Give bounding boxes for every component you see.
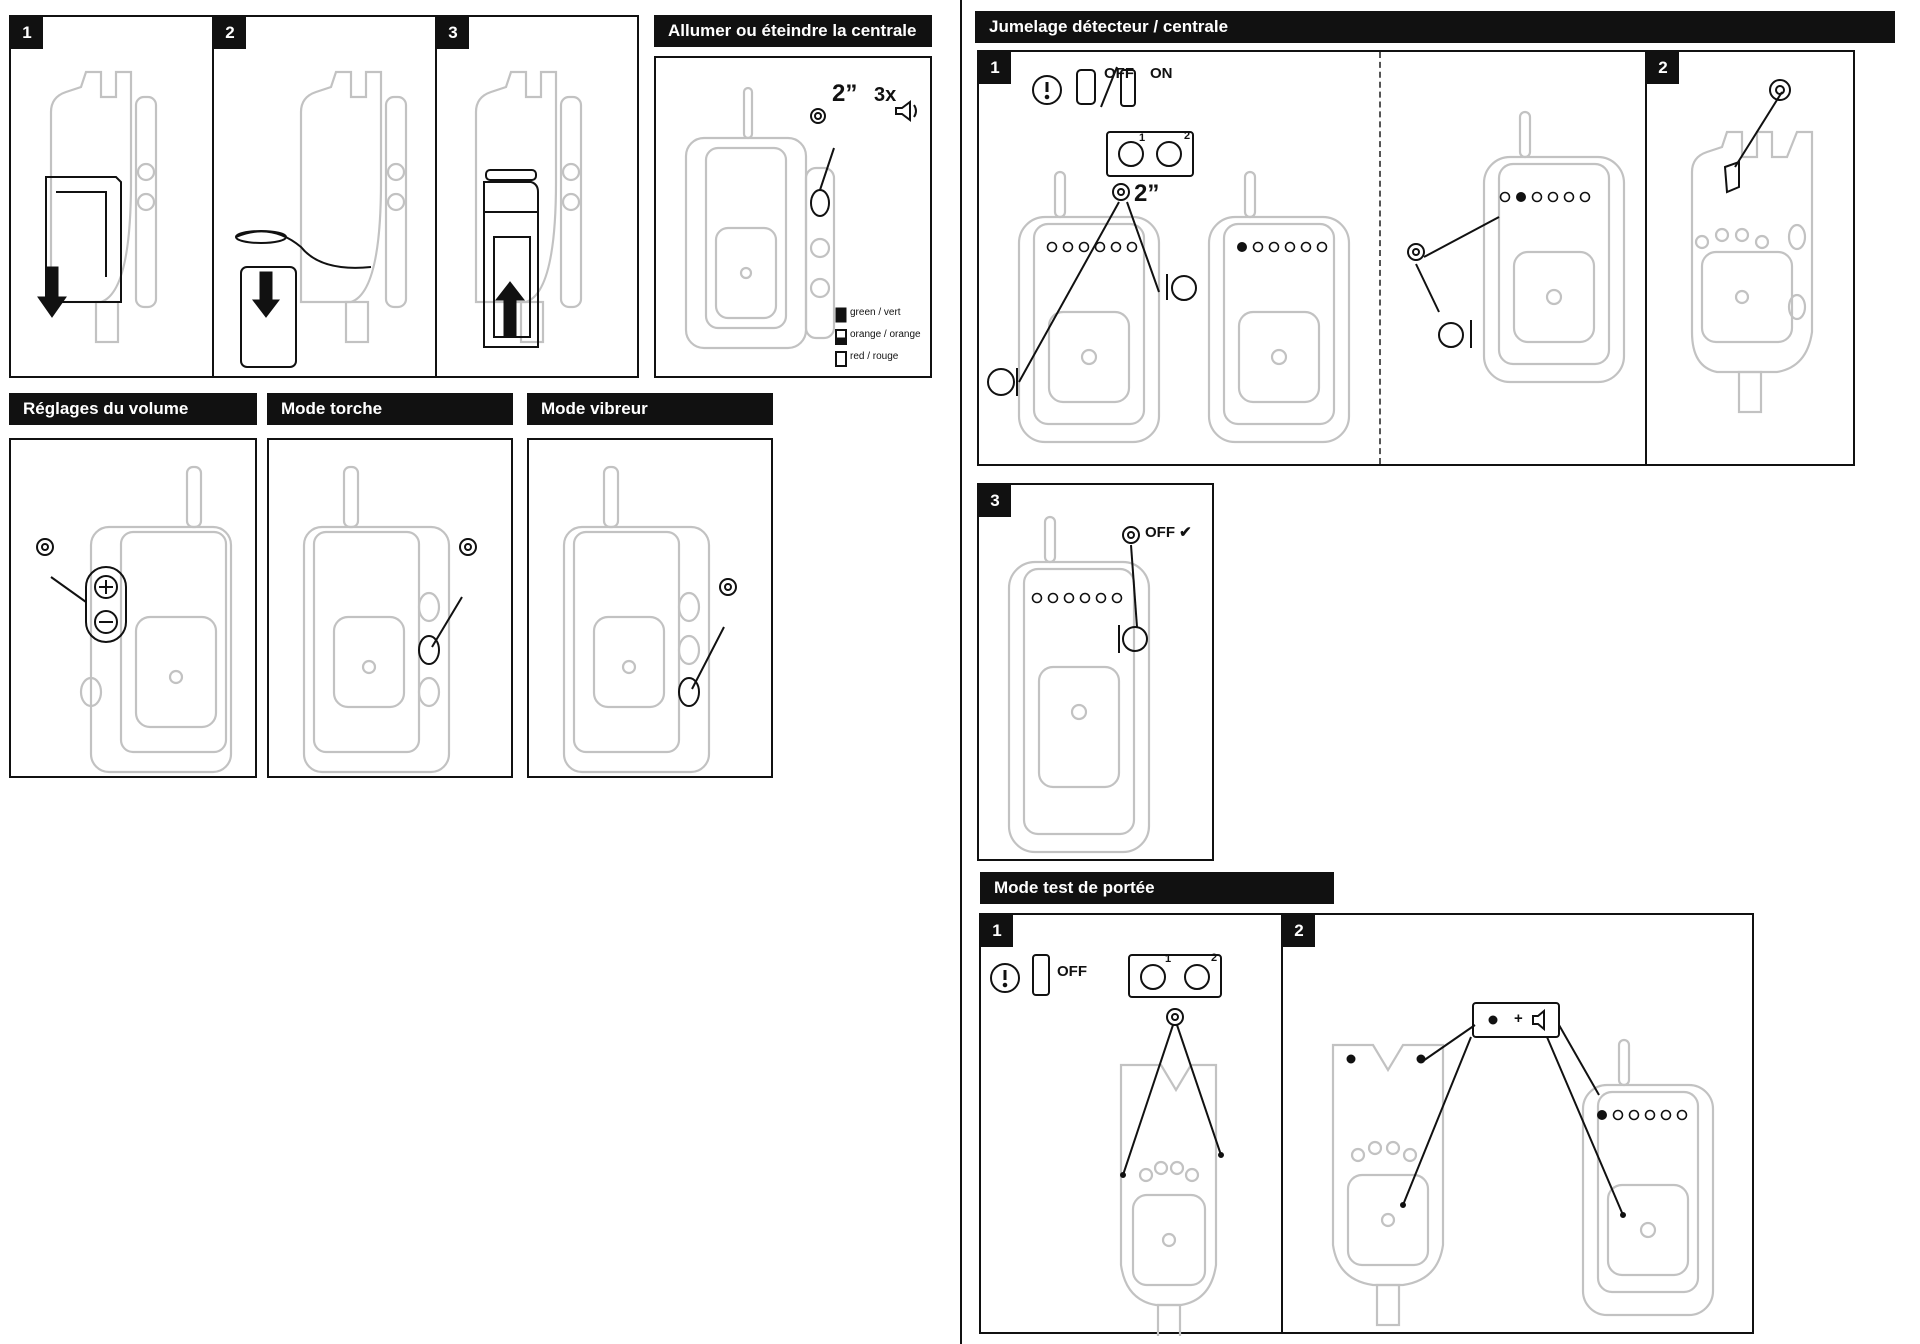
vibrate-header: Mode vibreur bbox=[527, 393, 773, 425]
range-step1-badge: 1 bbox=[981, 915, 1013, 947]
power-hold-label: 2” bbox=[832, 80, 858, 107]
range-step1-panel: 1 OFF 1 2 bbox=[979, 913, 1283, 1336]
battery-steps-illustration bbox=[37, 70, 583, 368]
vibrate-panel bbox=[527, 438, 773, 778]
step-1-badge: 1 bbox=[11, 17, 43, 49]
torch-header: Mode torche bbox=[267, 393, 513, 425]
range-plus-label: + bbox=[1514, 1010, 1523, 1027]
led-row-left bbox=[1046, 241, 1138, 253]
detector-step1 bbox=[37, 70, 158, 344]
pairing-step3-illustration bbox=[1007, 515, 1151, 854]
power-beeps-label: 3x bbox=[874, 84, 897, 106]
vibrate-illustration bbox=[562, 465, 737, 774]
pairing-header: Jumelage détecteur / centrale bbox=[975, 11, 1895, 43]
torch-illustration bbox=[302, 465, 477, 774]
volume-header: Réglages du volume bbox=[9, 393, 257, 425]
step-3-badge: 3 bbox=[437, 17, 469, 49]
torch-panel bbox=[267, 438, 513, 778]
range-combo-1: 1 bbox=[1165, 953, 1172, 965]
pairing-combo-1: 1 bbox=[1139, 132, 1146, 144]
pairing-step2-illustration bbox=[1690, 79, 1814, 414]
pairing-combo-2: 2 bbox=[1184, 130, 1191, 142]
battery-red-label: red / rouge bbox=[850, 351, 899, 362]
detector-step3 bbox=[474, 70, 583, 348]
range-step2-badge: 2 bbox=[1283, 915, 1315, 947]
range-header: Mode test de portée bbox=[980, 872, 1334, 904]
touch-icon bbox=[810, 108, 826, 124]
pairing-step3-panel: 3 OFF ✔ bbox=[977, 483, 1214, 861]
page-divider bbox=[960, 0, 962, 1344]
range-off-label: OFF bbox=[1057, 963, 1087, 980]
range-step2-panel: 2 + bbox=[1281, 913, 1754, 1334]
pairing-off-label: OFF bbox=[1104, 65, 1134, 82]
power-panel: 2” 3x green / vert orange / orange red /… bbox=[654, 56, 932, 378]
pairing-step2-panel: 2 bbox=[1645, 50, 1855, 466]
volume-panel bbox=[9, 438, 257, 778]
step-2-badge: 2 bbox=[214, 17, 246, 49]
pairing-step2-badge: 2 bbox=[1647, 52, 1679, 84]
battery-green-label: green / vert bbox=[850, 307, 901, 318]
battery-orange-label: orange / orange bbox=[850, 329, 921, 340]
detector-step2 bbox=[235, 70, 408, 368]
pairing-step1-badge: 1 bbox=[979, 52, 1011, 84]
pairing-confirm-label: OFF ✔ bbox=[1145, 524, 1192, 541]
battery-steps-panel: 1 2 3 bbox=[9, 15, 639, 378]
power-header: Allumer ou éteindre la centrale bbox=[654, 15, 932, 47]
range-combo-2: 2 bbox=[1211, 952, 1218, 964]
pairing-step1-panel: 1 bbox=[977, 50, 1647, 466]
led-row-right bbox=[1237, 241, 1328, 253]
range-step1-illustration bbox=[990, 954, 1224, 1336]
pairing-on-label: ON bbox=[1150, 65, 1173, 82]
receiver-power-illustration bbox=[684, 86, 917, 367]
pairing-step3-badge: 3 bbox=[979, 485, 1011, 517]
speaker-icon bbox=[895, 100, 917, 122]
volume-illustration bbox=[36, 465, 233, 774]
pairing-step1-illustration bbox=[987, 66, 1626, 444]
range-step2-illustration bbox=[1331, 1002, 1715, 1327]
pairing-hold-label: 2” bbox=[1134, 180, 1160, 207]
